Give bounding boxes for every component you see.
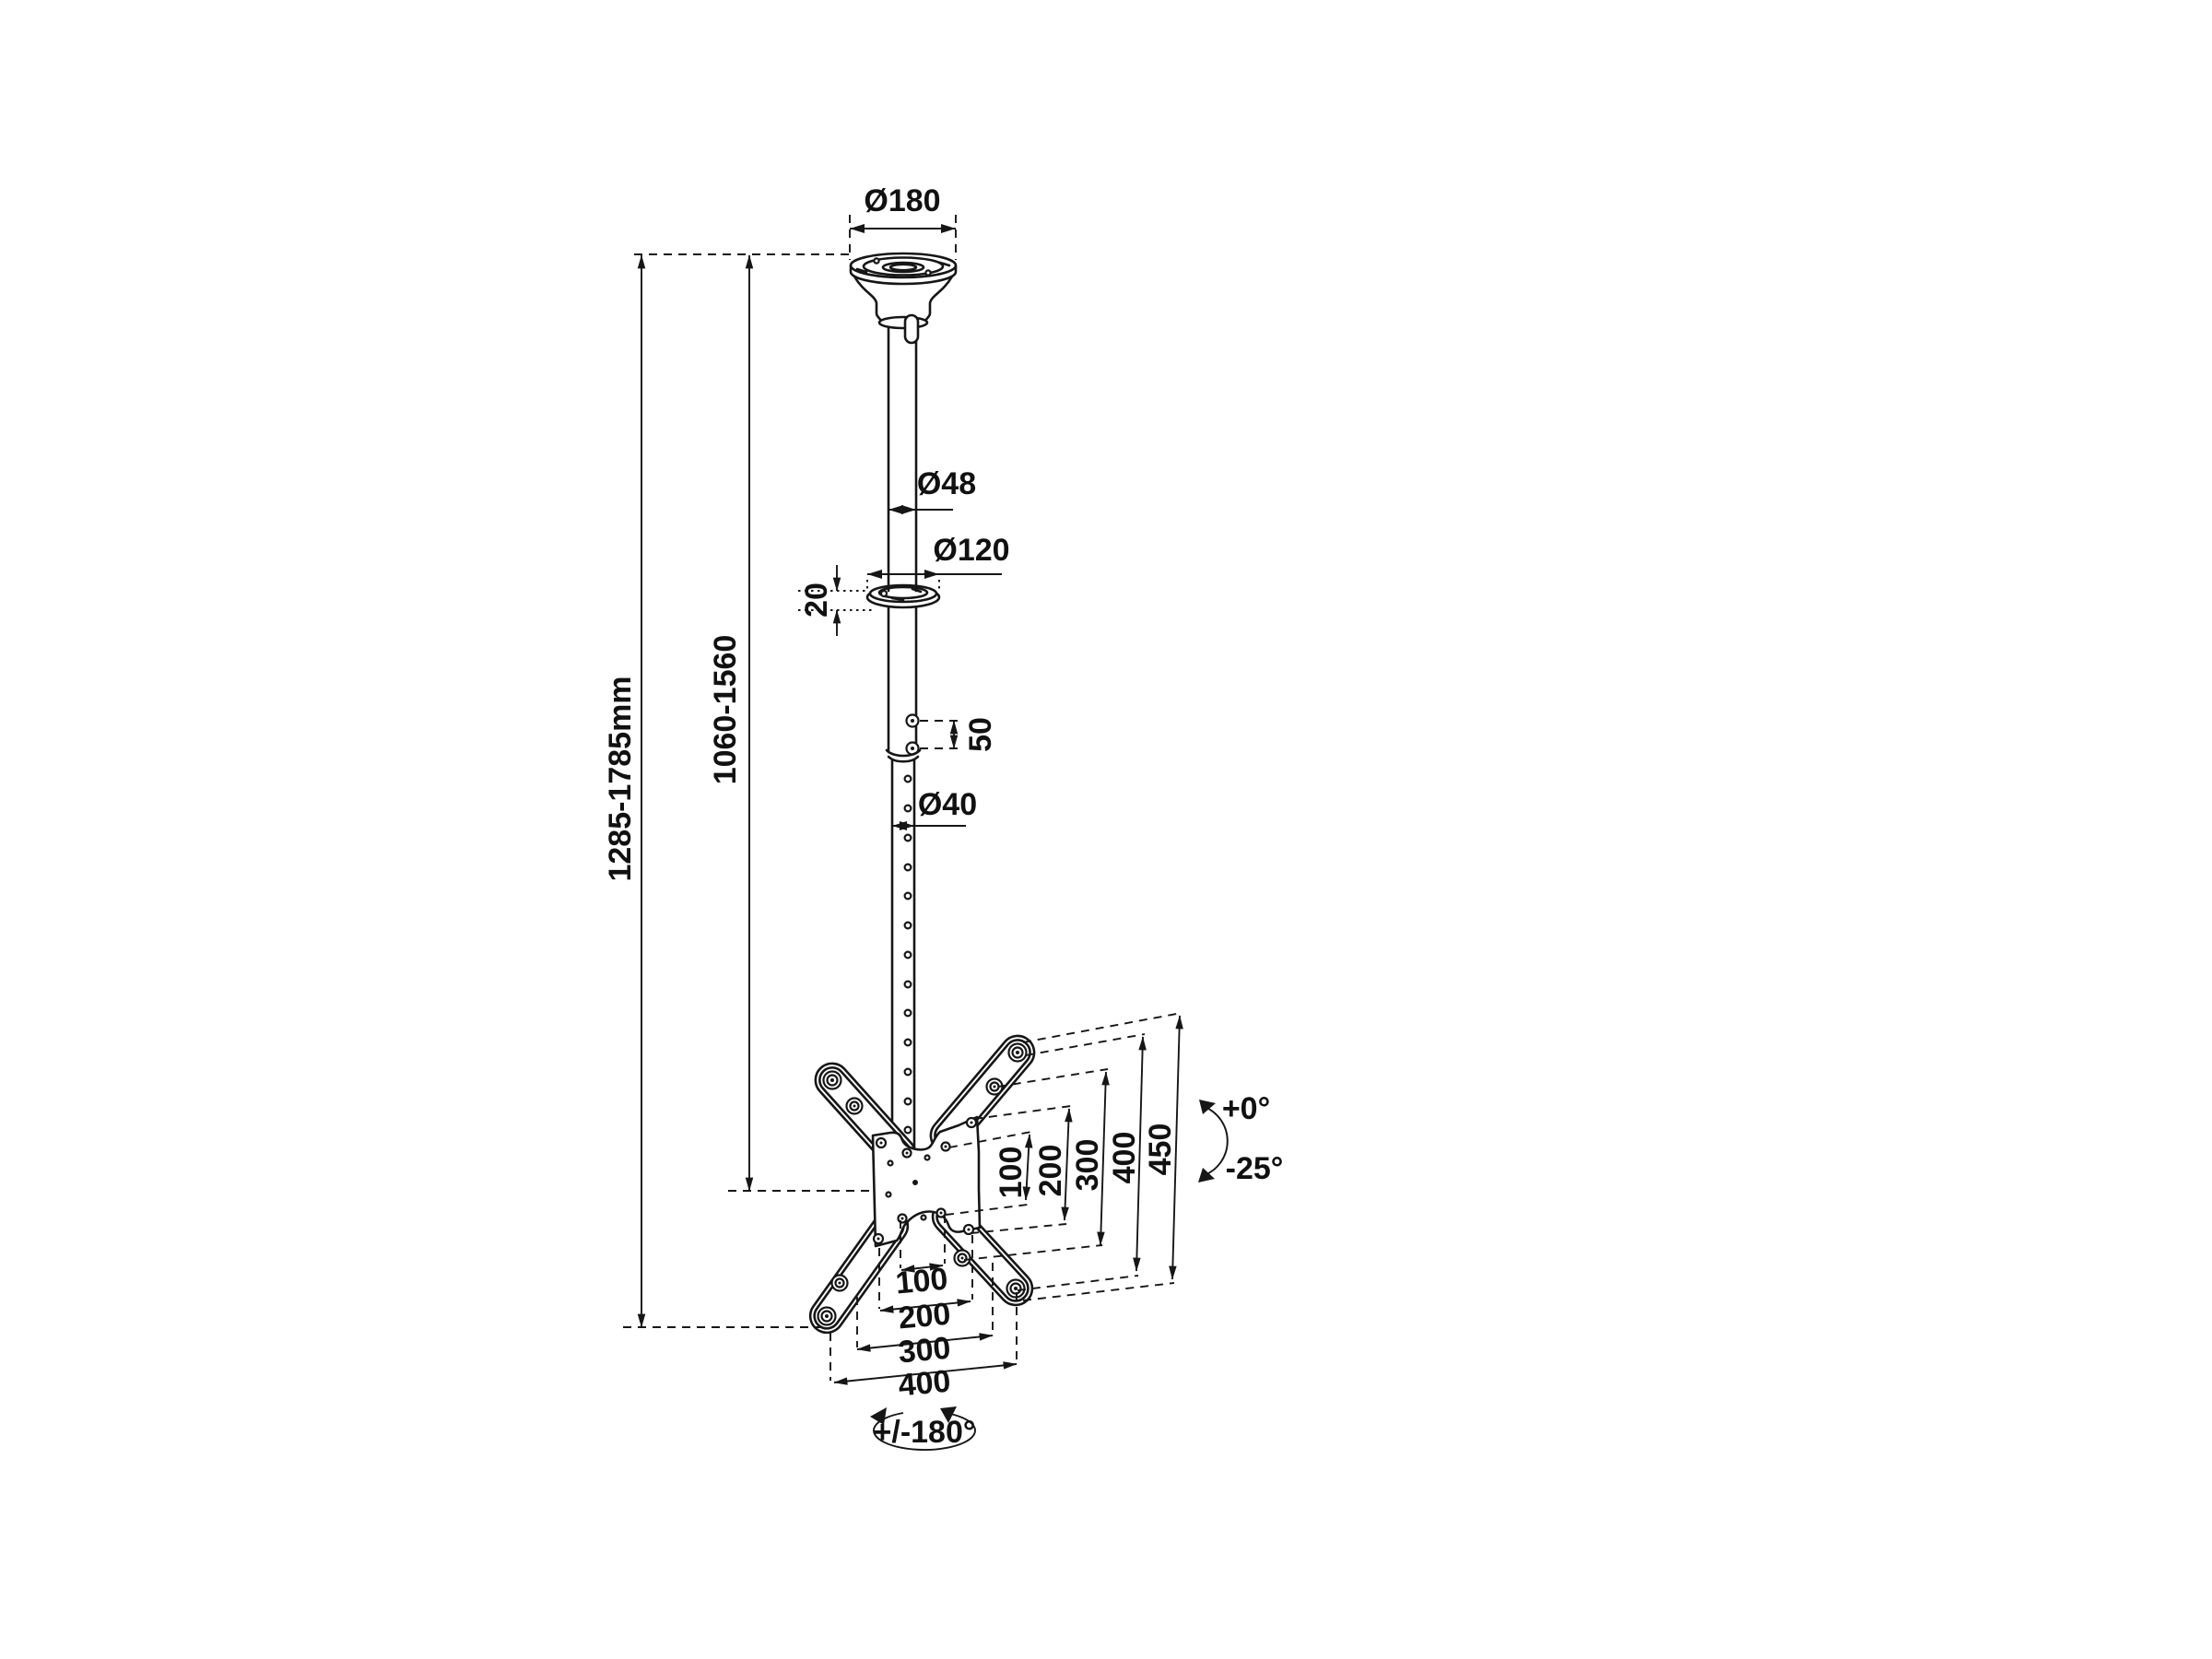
label-vesa-width-400: 400 bbox=[897, 1364, 952, 1404]
label-vesa-width-300: 300 bbox=[897, 1331, 952, 1371]
upper-tube bbox=[885, 313, 922, 763]
plate-slot bbox=[938, 261, 951, 267]
height-adjust-holes bbox=[903, 774, 912, 1135]
label-vesa-height-100: 100 bbox=[994, 1147, 1029, 1199]
plate-hub-inner bbox=[888, 263, 918, 272]
dim-pole-height: 1060-1560 bbox=[708, 254, 876, 1192]
label-pole-height: 1060-1560 bbox=[708, 635, 743, 785]
label-swivel-range: +/-180° bbox=[874, 1415, 976, 1450]
dim-vesa-widths: 100 200 300 400 bbox=[830, 1215, 1018, 1404]
swivel-ellipse bbox=[873, 1412, 976, 1451]
dim-collar-diameter: Ø120 bbox=[866, 533, 1010, 591]
collar-ring bbox=[865, 583, 941, 609]
label-overall-height: 1285-1785mm bbox=[603, 676, 638, 881]
vesa-plate-screws bbox=[872, 1116, 978, 1245]
label-vesa-width-100: 100 bbox=[894, 1262, 949, 1301]
label-tilt-up: +0° bbox=[1222, 1091, 1270, 1126]
label-plate-diameter: Ø180 bbox=[864, 183, 940, 218]
tube-joint-cap bbox=[885, 748, 922, 758]
lower-tube bbox=[890, 758, 916, 1150]
dim-upper-tube-diameter: Ø48 bbox=[888, 466, 976, 514]
dim-overall-height: 1285-1785mm bbox=[603, 254, 822, 1328]
tube-joint-cap bbox=[887, 755, 920, 763]
collar-opening bbox=[877, 585, 929, 600]
dim-lower-tube-diameter: Ø40 bbox=[892, 787, 977, 830]
label-lower-tube-diameter: Ø40 bbox=[918, 787, 977, 822]
dim-vesa-heights: 100 200 300 400 450 bbox=[945, 1012, 1183, 1301]
plate-face-ring bbox=[862, 256, 945, 276]
vesa-bracket bbox=[808, 1034, 1036, 1335]
vesa-plate bbox=[871, 1115, 982, 1248]
label-tilt-down: -25° bbox=[1226, 1151, 1284, 1186]
label-vesa-height-200: 200 bbox=[1033, 1145, 1068, 1197]
arm-end-rivets bbox=[817, 1042, 1028, 1326]
label-upper-tube-diameter: Ø48 bbox=[917, 466, 976, 501]
plate-screw bbox=[924, 269, 932, 276]
dim-plate-diameter: Ø180 bbox=[849, 183, 957, 260]
label-vesa-height-300: 300 bbox=[1070, 1139, 1105, 1192]
dim-hole-pitch: 50 bbox=[920, 717, 998, 752]
swivel-indicator: +/-180° bbox=[870, 1406, 976, 1451]
plate-slot bbox=[855, 267, 868, 274]
label-collar-thickness: 20 bbox=[799, 582, 834, 618]
bell-neck bbox=[877, 315, 929, 330]
plate-hub-outer bbox=[881, 261, 925, 274]
label-vesa-width-200: 200 bbox=[897, 1297, 952, 1336]
upper-tube-slot bbox=[903, 313, 920, 345]
label-vesa-height-400: 400 bbox=[1107, 1132, 1142, 1184]
label-collar-diameter: Ø120 bbox=[933, 533, 1009, 568]
tilt-indicator: +0° -25° bbox=[1198, 1091, 1283, 1186]
plate-screw bbox=[873, 257, 880, 265]
collar-clamp-screw bbox=[879, 589, 888, 598]
tilt-arc bbox=[1204, 1106, 1229, 1176]
tube-pin-center bbox=[911, 747, 914, 750]
tube-pin-center bbox=[911, 719, 914, 723]
vesa-small-holes bbox=[885, 1154, 931, 1221]
label-hole-pitch: 50 bbox=[963, 717, 998, 752]
ceiling-plate bbox=[849, 252, 958, 330]
dim-collar-thickness: 20 bbox=[798, 565, 876, 636]
collar-clamp-lever bbox=[890, 596, 905, 602]
label-vesa-height-450: 450 bbox=[1143, 1124, 1178, 1176]
